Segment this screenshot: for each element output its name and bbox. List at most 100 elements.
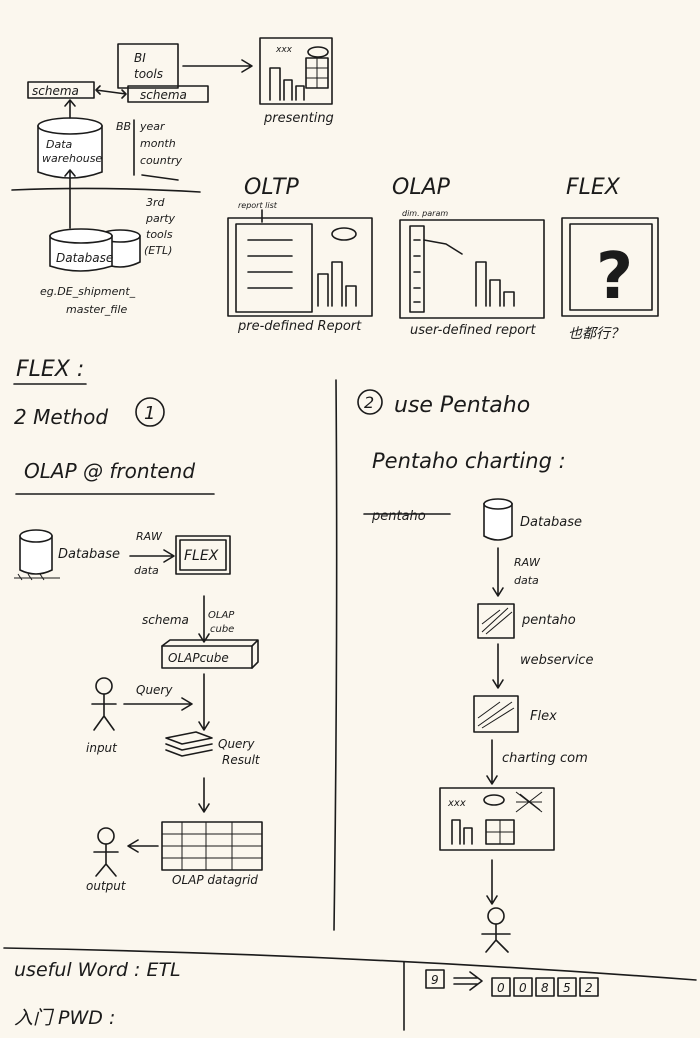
seq-box-4 [557, 977, 577, 997]
pentaho-icon [477, 603, 515, 639]
m1-db-label: Database [58, 547, 120, 562]
olap-title: OLAP [392, 175, 451, 200]
charting-label: charting com [502, 751, 588, 766]
query-label: Query [136, 683, 173, 697]
seq-digit-4: 5 [563, 981, 571, 995]
input-label: input [86, 741, 118, 755]
dashboard-xxx: xxx [447, 798, 466, 809]
method-1-circle [135, 397, 165, 427]
column-divider [333, 379, 338, 931]
presenting-label: presenting [263, 111, 334, 126]
source-db-cylinder [49, 235, 113, 272]
m2-db-label: Database [520, 515, 582, 530]
seq-digit-0: 9 [431, 973, 439, 987]
seq-box-0 [425, 969, 445, 989]
dw-to-schema-arrow [64, 99, 76, 119]
bi-architecture: schema BI tools schema xxx presenting Da… [11, 37, 334, 316]
query-result-stack-icon [165, 731, 213, 757]
m1-flex-label: FLEX [184, 548, 219, 564]
bottom-notes: useful Word : ETL 入门 PWD : 9 0 0 8 5 2 [3, 947, 697, 1031]
m2-db-arrow [492, 547, 504, 597]
seq-box-3 [535, 977, 555, 997]
etl-line2: party [145, 212, 176, 225]
cube-to-result-arrow [198, 673, 210, 731]
bi-to-presenting-arrow [182, 59, 253, 73]
dim-year: year [139, 120, 166, 133]
oltp-caption: pre-defined Report [237, 319, 362, 334]
schema-left-label: schema [32, 84, 79, 98]
m1-schema: schema [142, 613, 189, 627]
source-line1: eg.DE_shipment_ [40, 285, 136, 298]
seq-box-5 [579, 977, 599, 997]
seq-arrow [453, 971, 483, 991]
pentaho-charting-heading: Pentaho charting : [372, 449, 566, 473]
schema-right-label: schema [140, 88, 187, 102]
source-line2: master_file [66, 303, 127, 316]
presenting-bars [269, 67, 305, 101]
oltp-report-lines [247, 239, 293, 289]
m1-flex-box [175, 535, 231, 575]
presenting-xxx: xxx [275, 45, 293, 55]
pentaho-label: pentaho [521, 613, 576, 628]
method-1: 2 Method 1 OLAP @ frontend Database RAW … [14, 397, 263, 893]
m2-raw: RAW [514, 556, 541, 569]
olap-bars [475, 261, 515, 307]
struck-pentaho: pentaho [371, 509, 426, 524]
dashboard-arrow [486, 859, 498, 905]
bb-label: BB [116, 120, 131, 133]
olap-frame [399, 219, 545, 319]
result-line1: Query [218, 737, 255, 751]
flex-label: Flex [530, 709, 557, 724]
m2-data: data [514, 574, 539, 587]
olap-cube-box [161, 645, 253, 669]
bi-tools-line1: BI [134, 51, 146, 65]
query-arrow [123, 697, 193, 711]
dw-line1: Data [46, 138, 73, 151]
flex-heading: FLEX : [16, 357, 84, 382]
layer-divider [11, 187, 201, 193]
report-types: OLTP report list pre-defined Report OLAP… [227, 175, 659, 342]
seq-digit-2: 0 [519, 981, 527, 995]
olap-parameter-panel [409, 225, 425, 313]
olap-caption: user-defined report [410, 323, 536, 338]
oltp-title: OLTP [244, 175, 300, 200]
source-db-label: Database [56, 251, 113, 265]
schema-box-right [127, 85, 209, 103]
seq-box-2 [513, 977, 533, 997]
dashboard-icon [439, 787, 555, 851]
etl-line4: (ETL) [144, 244, 172, 257]
seq-digit-3: 8 [541, 981, 549, 995]
output-label: output [86, 879, 127, 893]
flex-app-icon [473, 695, 519, 733]
flex-question-mark: ? [596, 240, 633, 314]
bottom-divider [3, 947, 697, 981]
result-line2: Result [222, 753, 261, 767]
dw-line2: warehouse [42, 152, 102, 165]
olap-frontend-heading: OLAP @ frontend [24, 459, 195, 483]
method-2-number: 2 [364, 393, 374, 412]
oltp-bars [317, 261, 357, 307]
presenting-box [259, 37, 333, 105]
olap-note: dim. param [402, 209, 448, 218]
etl-line3: tools [146, 228, 173, 241]
m1-cube-note-1: OLAP [208, 610, 235, 621]
seq-box-1 [491, 977, 511, 997]
flex-to-cube-arrow [198, 595, 210, 643]
presenting-pie-icon [307, 46, 329, 58]
use-pentaho-heading: use Pentaho [394, 393, 530, 418]
webservice-label: webservice [520, 653, 593, 668]
flex-frame [561, 217, 659, 317]
datagrid-label: OLAP datagrid [172, 873, 258, 887]
useful-word: useful Word : ETL [14, 959, 181, 981]
oltp-frame [227, 217, 373, 317]
pentaho-arrow [492, 643, 504, 689]
m1-raw: RAW [136, 530, 163, 543]
oltp-note: report list [238, 201, 278, 210]
flex-caption: 也都行？ [568, 326, 624, 342]
schema-double-arrow [95, 85, 127, 99]
dw-cylinder [37, 125, 103, 179]
db-to-dw-arrow [64, 169, 76, 229]
rumen-pwd: 入门 PWD : [14, 1007, 115, 1029]
